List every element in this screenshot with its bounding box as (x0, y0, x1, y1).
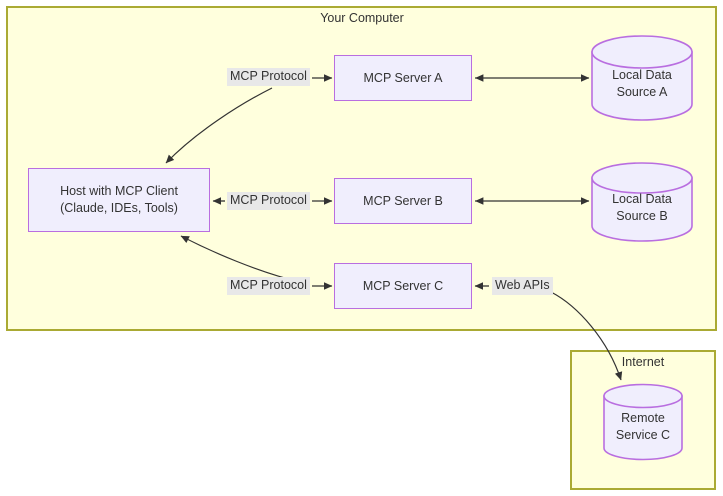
node-mcp-server-a[interactable]: MCP Server A (334, 55, 472, 101)
group-your-computer-label: Your Computer (320, 11, 404, 25)
edge-label-mcp-protocol-b: MCP Protocol (227, 192, 310, 210)
node-mcp-server-b-label: MCP Server B (363, 193, 443, 208)
node-remote-service-c[interactable]: Remote Service C (604, 385, 682, 459)
node-remote-service-c-line-2: Service C (615, 427, 671, 442)
node-mcp-server-c[interactable]: MCP Server C (334, 263, 472, 309)
node-remote-service-c-line-1: Remote (621, 411, 665, 425)
edge-label-mcp-protocol-c: MCP Protocol (227, 277, 310, 295)
node-mcp-server-b[interactable]: MCP Server B (334, 178, 472, 224)
node-local-data-source-b[interactable]: Local Data Source B (592, 162, 692, 242)
node-host-line-2: (Claude, IDEs, Tools) (60, 201, 178, 215)
node-mcp-server-c-label: MCP Server C (362, 278, 444, 293)
node-host-line-1: Host with MCP Client (60, 184, 178, 199)
node-local-data-source-a-line-2: Data Source A (616, 68, 672, 99)
node-local-data-source-b-line-2: Data Source B (616, 192, 672, 223)
edge-label-web-apis: Web APIs (492, 277, 553, 295)
edge-label-mcp-protocol-a: MCP Protocol (227, 68, 310, 86)
node-local-data-source-a[interactable]: Local Data Source A (592, 36, 692, 120)
node-host-with-mcp-client[interactable]: Host with MCP Client (Claude, IDEs, Tool… (28, 168, 210, 232)
node-local-data-source-b-line-1: Local (612, 192, 642, 206)
group-internet-label: Internet (621, 355, 665, 369)
node-local-data-source-a-line-1: Local (612, 68, 642, 82)
node-mcp-server-a-label: MCP Server A (363, 70, 443, 85)
